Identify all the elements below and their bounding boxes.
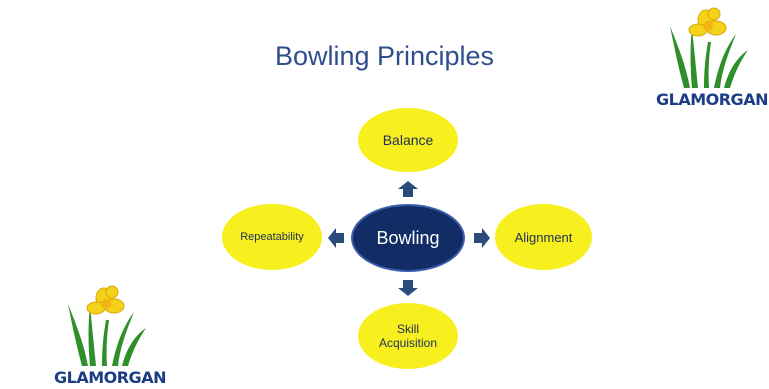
node-alignment: Alignment (495, 204, 592, 270)
node-label: Repeatability (240, 231, 304, 243)
node-label-line1: Skill (396, 322, 419, 336)
glamorgan-logo-top-right: GLAMORGAN (656, 6, 768, 110)
daffodil-logo-icon (670, 7, 748, 88)
node-label: Alignment (514, 229, 573, 245)
node-skill-acquisition: Skill Acquisition (358, 303, 458, 369)
arrow-right-icon (474, 228, 490, 248)
glamorgan-logo-bottom-left: GLAMORGAN (54, 284, 166, 388)
logo-text: GLAMORGAN (54, 368, 166, 387)
arrow-up-icon (398, 181, 418, 197)
node-balance: Balance (358, 108, 458, 172)
arrow-down-icon (398, 280, 418, 296)
node-label-line2: Acquisition (378, 336, 438, 350)
center-label: Bowling (376, 227, 440, 248)
node-bowling-center: Bowling (351, 204, 465, 272)
daffodil-logo-icon (68, 285, 146, 366)
arrow-left-icon (328, 228, 344, 248)
slide-title: Bowling Principles (274, 41, 495, 71)
node-label: Balance (382, 132, 434, 148)
logo-text: GLAMORGAN (656, 90, 768, 109)
node-repeatability: Repeatability (222, 204, 322, 270)
